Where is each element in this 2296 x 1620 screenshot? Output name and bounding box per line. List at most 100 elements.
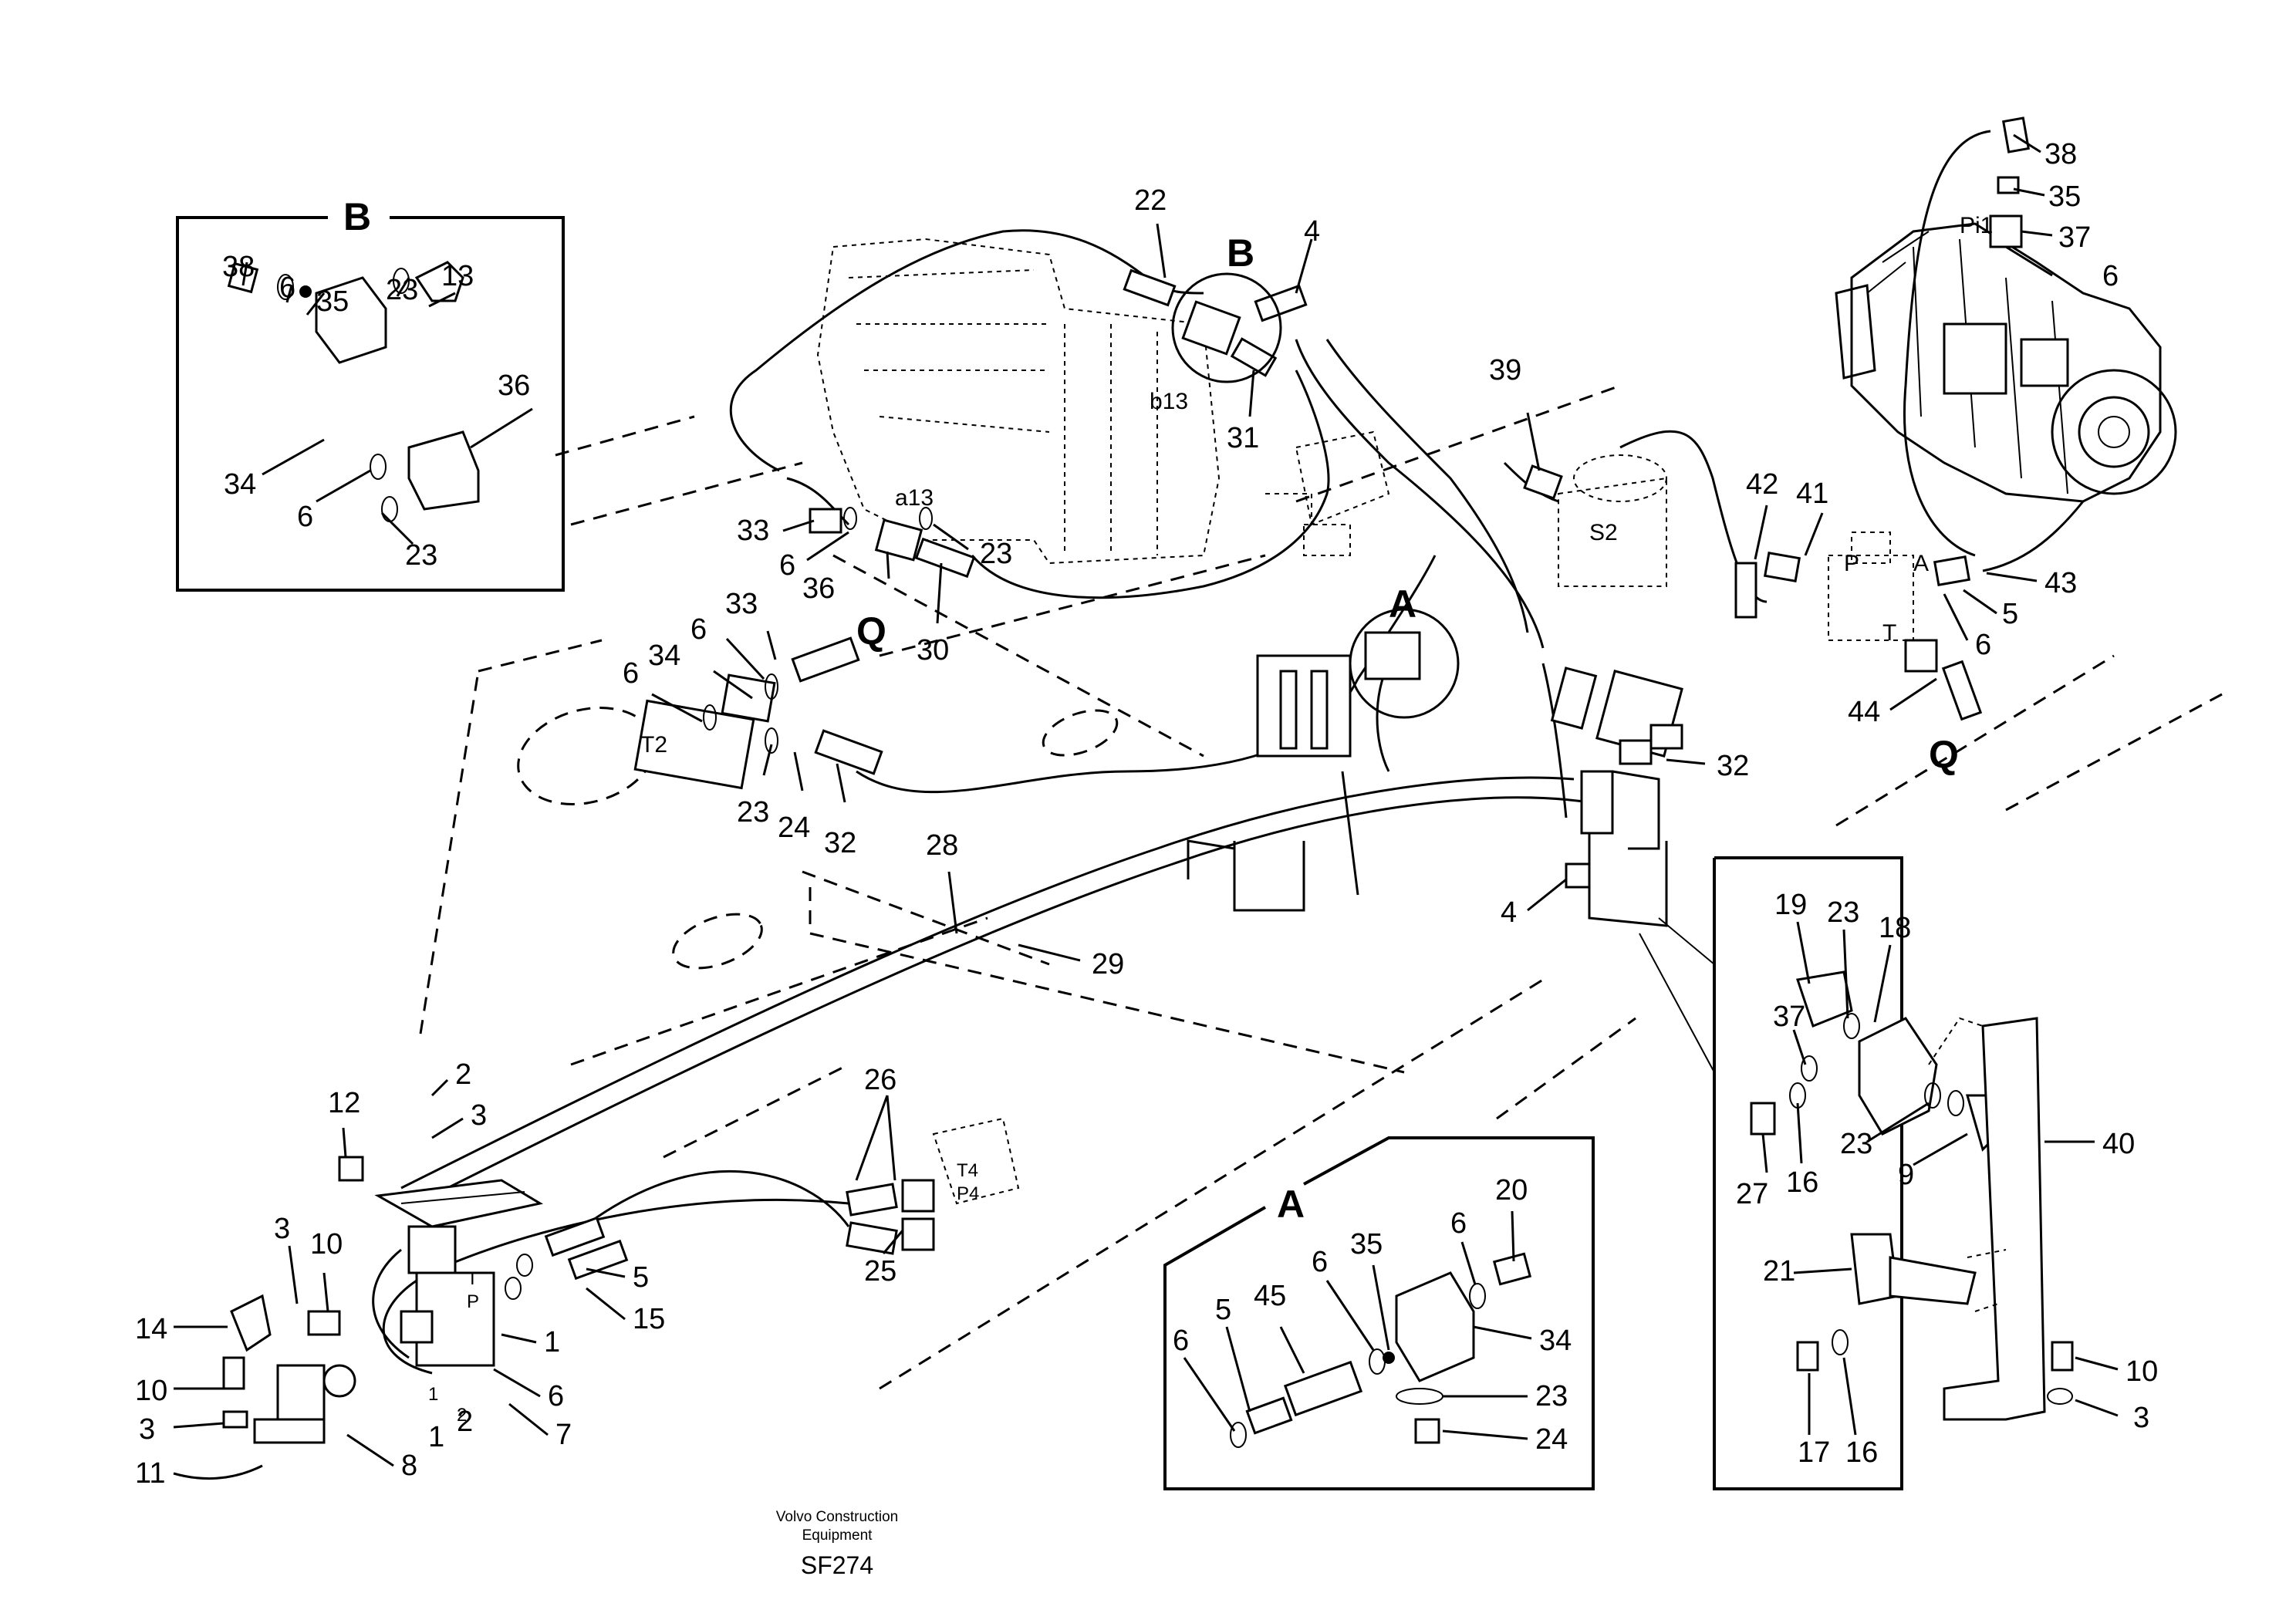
callout: 39 — [1489, 354, 1521, 386]
fittings-main — [222, 116, 2031, 1444]
callout: 6 — [2102, 260, 2119, 292]
pedal-port-2: 2 — [457, 1405, 467, 1426]
callout: 5 — [633, 1261, 649, 1294]
callout: 5 — [2002, 598, 2018, 630]
callout: 23 — [1535, 1380, 1568, 1412]
callout: 36 — [802, 572, 835, 605]
footer-block: Volvo Construction Equipment SF274 — [776, 1509, 898, 1579]
callout: 25 — [864, 1255, 896, 1288]
callout: 19 — [1774, 889, 1807, 921]
callout: 9 — [1898, 1159, 1914, 1191]
callout: 41 — [1796, 478, 1828, 510]
callout: 26 — [864, 1064, 896, 1096]
callout: 3 — [274, 1213, 290, 1245]
callout: 6 — [1450, 1207, 1467, 1240]
callout: 35 — [2048, 181, 2081, 213]
callout: 43 — [2044, 567, 2077, 599]
port-p4: P4 — [957, 1183, 979, 1204]
callout: 24 — [1535, 1423, 1568, 1456]
callout: 13 — [441, 260, 474, 292]
callout: 34 — [224, 468, 256, 501]
callout: 38 — [2044, 138, 2077, 170]
q-marker-left: Q — [856, 609, 886, 653]
callouts-main: 22 4 31 33 6 36 23 30 33 6 34 6 23 24 32… — [135, 138, 2119, 1490]
callout: 3 — [2133, 1402, 2149, 1434]
port-t2: T2 — [640, 732, 667, 758]
port-s2: S2 — [1589, 520, 1618, 545]
callout: 6 — [279, 272, 295, 304]
callout: 6 — [548, 1380, 564, 1412]
view-b-title: B — [343, 195, 371, 238]
callout: 6 — [623, 657, 639, 690]
callout: 20 — [1495, 1174, 1528, 1207]
port-t4: T4 — [957, 1160, 978, 1181]
callout: 44 — [1848, 696, 1880, 728]
callout: 33 — [725, 588, 758, 620]
port-pi1: Pi1 — [1960, 213, 1993, 238]
callout: 27 — [1736, 1178, 1768, 1210]
a-marker-main: A — [1389, 582, 1416, 626]
callout: 11 — [135, 1457, 165, 1490]
callout: 30 — [917, 634, 949, 667]
b-marker-main: B — [1227, 231, 1254, 275]
port-markers: Q Q B A b13 a13 T2 S2 Pi1 P A T T4 P4 T … — [428, 213, 1993, 1426]
callout: 1 — [428, 1421, 444, 1453]
callout: 4 — [1304, 215, 1320, 248]
pedal-port-1: 1 — [428, 1384, 438, 1405]
callout: 22 — [1134, 184, 1167, 217]
callout: 37 — [1773, 1001, 1805, 1033]
view-a-title: A — [1277, 1183, 1305, 1226]
callout: 10 — [310, 1228, 343, 1261]
hydraulic-pump — [1835, 222, 2177, 503]
port-a13: a13 — [895, 485, 934, 511]
callout: 34 — [1539, 1325, 1572, 1357]
callout: 6 — [690, 613, 707, 646]
callout: 17 — [1798, 1436, 1830, 1469]
callout: 6 — [297, 501, 313, 533]
callout: 3 — [471, 1099, 487, 1132]
callout: 42 — [1746, 468, 1778, 501]
port-b13: b13 — [1150, 389, 1188, 414]
callout: 38 — [222, 251, 255, 283]
callout: 2 — [457, 1406, 473, 1438]
callout: 21 — [1763, 1255, 1795, 1288]
callout: 16 — [1845, 1436, 1878, 1469]
maker-line-1: Volvo Construction — [776, 1509, 898, 1525]
port-p: P — [1844, 551, 1859, 576]
callout: 7 — [555, 1419, 572, 1451]
callouts-box-b: 38 6 35 23 13 36 34 6 23 — [222, 251, 530, 572]
callout: 8 — [401, 1450, 417, 1482]
callout: 36 — [498, 370, 530, 402]
callout: 6 — [1975, 629, 1991, 661]
callout: 23 — [405, 539, 437, 572]
callout: 2 — [455, 1058, 471, 1091]
callout: 14 — [135, 1313, 167, 1345]
callout: 10 — [2125, 1355, 2158, 1388]
pedal-port-p: P — [467, 1291, 479, 1312]
reference-dashed-lines — [419, 384, 2223, 1390]
callout: 23 — [737, 796, 769, 829]
callout: 15 — [633, 1303, 665, 1335]
callout: 6 — [1173, 1325, 1189, 1357]
callout: 45 — [1254, 1280, 1286, 1312]
q-marker-right: Q — [1929, 733, 1959, 776]
callout: 6 — [1312, 1246, 1328, 1278]
callout: 28 — [926, 829, 958, 862]
callout: 5 — [1215, 1294, 1231, 1326]
control-valve-dashed — [816, 238, 1390, 565]
callout: 23 — [1827, 896, 1859, 929]
callout: 16 — [1786, 1166, 1818, 1199]
maker-line-2: Equipment — [802, 1527, 873, 1544]
callout: 1 — [544, 1326, 560, 1358]
callout: 23 — [980, 538, 1012, 570]
callouts-box-a: 20 6 35 6 45 5 6 34 23 24 — [1173, 1174, 1572, 1456]
callout: 12 — [328, 1087, 360, 1119]
callout: 24 — [778, 812, 810, 844]
callout: 29 — [1092, 948, 1124, 980]
callout: 3 — [139, 1413, 155, 1446]
detail-view-b: B — [176, 195, 565, 592]
leader-lines — [173, 133, 2119, 1480]
callout: 4 — [1501, 896, 1517, 929]
callout: 10 — [135, 1375, 167, 1407]
